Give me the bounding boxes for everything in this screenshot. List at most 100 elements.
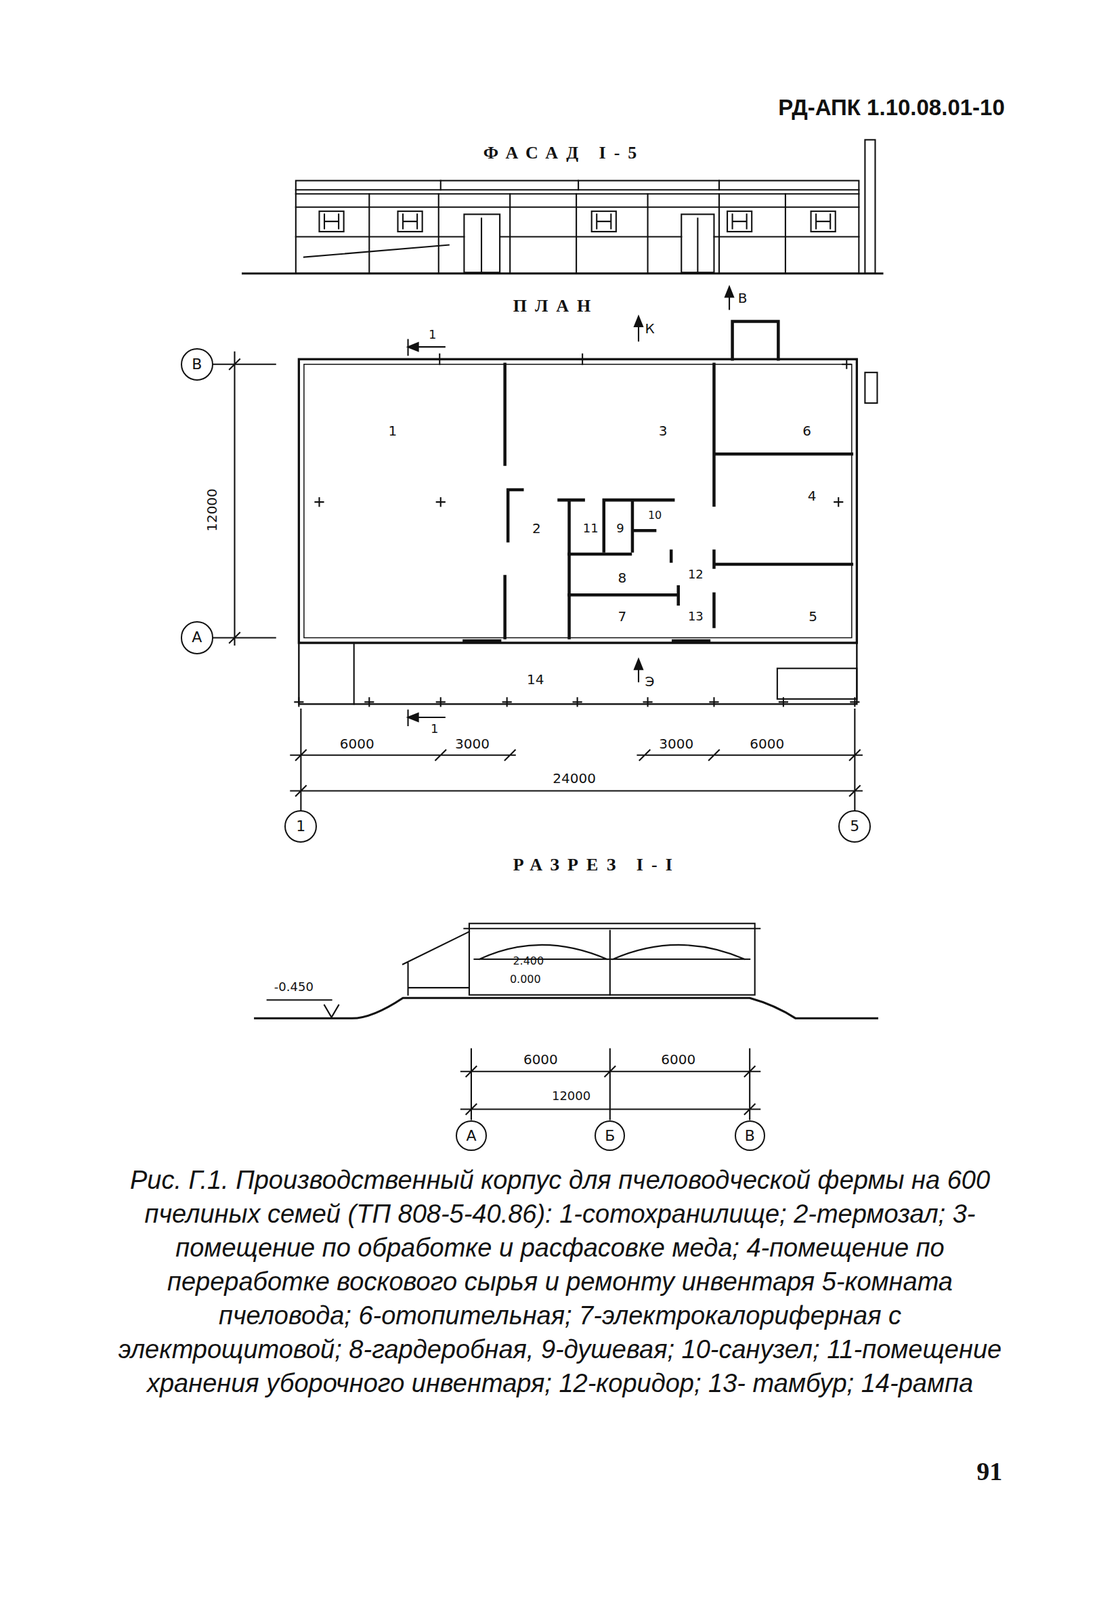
drawing-label: В (738, 291, 748, 305)
axis-letter: В (744, 1128, 756, 1144)
drawing-label: 7 (618, 609, 628, 623)
axis-letter: А (191, 629, 202, 645)
drawing-label: РАЗРЕЗ I-I (513, 855, 681, 874)
drawing-label: 6000 (523, 1052, 558, 1066)
drawing-line (461, 1103, 760, 1114)
drawing-label: 10 (648, 509, 662, 521)
drawing-line (402, 213, 418, 229)
drawing-line (324, 213, 339, 229)
drawing-label: ФАСАД I-5 (483, 144, 646, 162)
drawing-line (718, 180, 720, 191)
drawing-line (295, 188, 860, 191)
drawing-label: Э (645, 674, 655, 688)
drawing-line (591, 211, 617, 232)
drawing-label: 5 (808, 609, 818, 623)
drawing-line (577, 180, 579, 191)
drawing-line (397, 211, 422, 232)
drawing-line (463, 928, 760, 995)
drawing-label: -0.450 (274, 980, 314, 993)
drawing-line (777, 668, 857, 699)
axis-letter: Б (604, 1128, 615, 1144)
drawing-line (634, 286, 734, 670)
drawing-label: 91 (976, 1457, 1003, 1484)
drawing-label: 0.000 (509, 973, 542, 985)
drawing-label: 24000 (552, 771, 596, 785)
drawing-label: 12 (687, 568, 704, 581)
drawing-line (507, 489, 523, 541)
drawing-line (637, 749, 862, 760)
drawing-line (353, 642, 355, 704)
axis-letter: 5 (849, 818, 860, 834)
drawing-label: 1 (388, 423, 398, 438)
drawing-label: РД-АПК 1.10.08.01-10 (778, 96, 1005, 119)
drawing-line (461, 1065, 760, 1076)
drawing-line (732, 321, 779, 360)
axis-bubble: В (180, 348, 214, 381)
drawing-label: 3 (658, 423, 668, 438)
drawing-line (408, 339, 445, 726)
drawing-line (408, 342, 419, 722)
drawing-label: 9 (616, 522, 624, 535)
drawing-label: 2.400 (512, 955, 544, 967)
drawing-line (369, 193, 786, 273)
drawing-line (298, 642, 857, 704)
drawing-line (596, 213, 611, 229)
drawing-line (295, 180, 860, 274)
drawing-label: К (644, 321, 655, 336)
drawing-line (314, 497, 843, 506)
drawing-label: 6000 (660, 1052, 696, 1066)
axis-bubble: А (180, 620, 214, 654)
drawing-line (298, 358, 857, 643)
drawing-label: 4 (807, 488, 817, 503)
drawing-line (295, 192, 860, 195)
drawing-line (727, 211, 752, 232)
drawing-line (295, 235, 860, 238)
axis-bubble: А (455, 1120, 487, 1151)
axis-letter: В (191, 356, 202, 372)
figure-caption: Рис. Г.1. Производственный корпус для пч… (0, 1162, 1120, 1400)
drawing-line (480, 218, 483, 273)
drawing-label: 11 (583, 522, 599, 535)
drawing-label: 13 (687, 610, 704, 623)
drawing-line (638, 290, 730, 682)
drawing-line (290, 785, 863, 796)
drawing-line (229, 352, 240, 645)
drawing-line (304, 245, 449, 258)
drawing-line (318, 211, 344, 232)
drawing-line (732, 213, 747, 229)
drawing-label: 1 (430, 722, 439, 735)
drawing-label: 14 (526, 672, 544, 686)
drawing-label: 8 (618, 570, 628, 585)
drawing-label: 12000 (205, 488, 219, 532)
axis-bubble: Б (594, 1120, 626, 1151)
drawing-line (304, 364, 852, 638)
drawing-line (463, 639, 709, 643)
axis-letter: А (465, 1128, 477, 1144)
drawing-label: 6000 (339, 736, 375, 751)
drawing-line (696, 218, 699, 273)
drawing-line (255, 997, 878, 1018)
drawing-label: 6000 (749, 736, 785, 751)
drawing-line (864, 139, 875, 273)
axis-letter: 1 (295, 818, 306, 834)
drawing-line (213, 139, 883, 1119)
drawing-line (604, 499, 674, 561)
drawing-line (569, 553, 679, 605)
drawing-line (864, 372, 877, 403)
drawing-line (558, 499, 584, 638)
drawing-line (811, 211, 836, 232)
drawing-line (318, 211, 835, 232)
axis-bubble: В (734, 1120, 766, 1151)
drawing-line (503, 364, 507, 638)
drawing-line (681, 213, 714, 273)
drawing-line (213, 364, 276, 638)
drawing-line (463, 321, 852, 641)
axis-bubble: 5 (838, 809, 871, 843)
drawing-line (402, 931, 470, 995)
drawing-label: 12000 (551, 1089, 591, 1102)
drawing-line (295, 206, 860, 208)
drawing-line (267, 999, 339, 1018)
drawing-line (434, 354, 852, 369)
drawing-label: 3000 (658, 736, 694, 751)
drawing-line (294, 697, 859, 706)
